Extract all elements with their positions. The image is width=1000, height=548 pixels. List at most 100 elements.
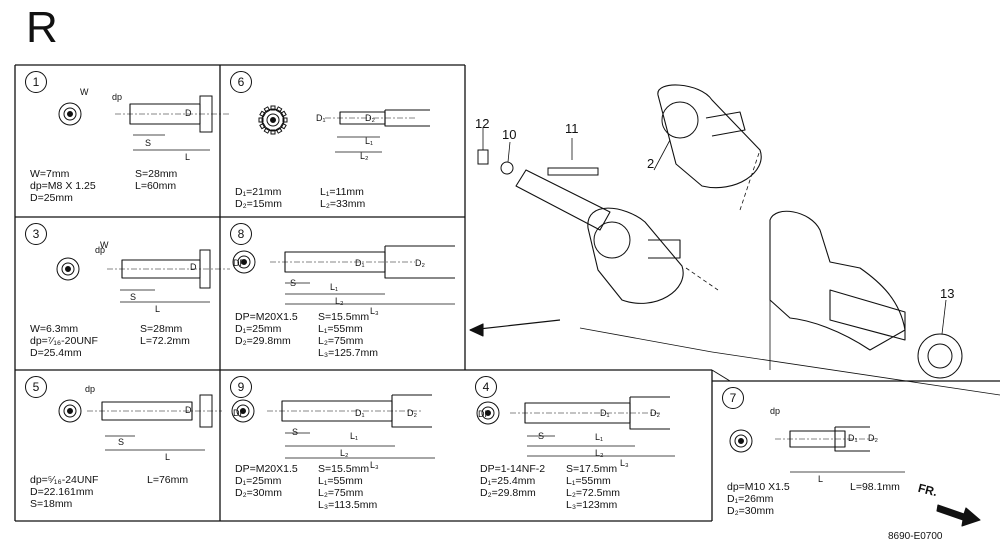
shaft-end-view (476, 401, 500, 425)
shaft-step (384, 245, 455, 279)
crankshaft-journal (515, 169, 611, 231)
callout-2: 2 (647, 156, 655, 171)
spec-7-0-r: L=98.1mm (850, 481, 900, 493)
crankpin (648, 239, 681, 259)
shaft-end-view-bore (61, 262, 75, 276)
dim-label-9-1: S (292, 427, 299, 437)
shaft-end-view (231, 399, 255, 423)
panel-number-3: 3 (25, 223, 47, 245)
spec-3-2-l: D=25.4mm (30, 347, 82, 359)
spec-4-0-l: DP=1-14NF-2 (480, 463, 546, 475)
spec-7-1-l: D₁=26mm (727, 493, 774, 505)
shaft-end-view-bore (237, 255, 251, 269)
dim-label-5-2: L (165, 452, 171, 462)
shaft-center (240, 408, 246, 414)
outline-line (711, 351, 1000, 396)
shaft-center (241, 259, 247, 265)
callout-10: 10 (502, 127, 517, 142)
shaft-center (67, 111, 73, 117)
section-letter: R (26, 3, 58, 52)
shaft-flange-1 (199, 95, 213, 133)
leader-13 (941, 299, 947, 335)
spec-9-3-r: L₃=113.5mm (318, 499, 378, 511)
shaft-profile-5 (101, 401, 193, 421)
gear-tooth (275, 126, 283, 134)
spec-6-0-l: D₁=21mm (235, 186, 282, 198)
dim-label-7-3: L (818, 474, 824, 484)
panel-number-1: 1 (25, 71, 47, 93)
dim-label-6-1: D₂ (365, 113, 375, 123)
spec-4-2-r: L₂=72.5mm (566, 487, 620, 499)
spec-9-1-l: D₁=25mm (235, 475, 282, 487)
dim-label-9-4: L₁ (350, 431, 359, 441)
dim-label-1-4: D (185, 108, 192, 118)
shaft-end-view (729, 429, 753, 453)
dim-label-8-0: DP (233, 258, 246, 268)
dim-label-1-0: W (80, 87, 89, 97)
dim-label-7-2: D₂ (868, 433, 878, 443)
dim-label-1-1: dp (112, 92, 123, 102)
shaft-flange-5 (199, 394, 213, 428)
shaft-end-view (58, 399, 82, 423)
dim-label-3-0: W (100, 240, 109, 250)
dim-label-9-0: DP (233, 408, 246, 418)
dim-label-9-3: D₂ (407, 408, 417, 418)
upper-crankpin (705, 111, 746, 137)
shaft-center (738, 438, 744, 444)
dim-label-3-4: D (190, 262, 197, 272)
hidden-line (739, 149, 761, 211)
spec-7-0-l: dp=M10 X1.5 (727, 481, 790, 493)
shaft-step (391, 394, 432, 428)
spec-8-1-l: D₁=25mm (235, 323, 282, 335)
gear-tooth (270, 129, 276, 135)
gear-tooth (263, 126, 271, 134)
arrow-head (469, 323, 484, 337)
dim-label-8-3: D₂ (415, 258, 425, 268)
spec-3-1-l: dp=⁷⁄₁₆-20UNF (30, 335, 98, 347)
shaft-profile-7 (789, 430, 846, 448)
dim-label-5-1: S (118, 437, 125, 447)
shaft-end-view-bore (266, 113, 280, 127)
gear-tooth (279, 110, 287, 118)
spec-9-0-r: S=15.5mm (318, 463, 370, 475)
bolt (477, 149, 489, 165)
shaft-step (834, 426, 870, 452)
dim-label-8-2: D₁ (355, 258, 365, 268)
dim-label-4-4: L₁ (595, 432, 604, 442)
gear-tooth (282, 117, 288, 123)
dim-label-6-0: D₁ (316, 113, 326, 123)
washer (500, 161, 514, 175)
dim-label-4-1: S (538, 431, 545, 441)
dim-label-8-6: L₃ (370, 306, 379, 316)
panel-number-8: 8 (230, 223, 252, 245)
gear-tooth (259, 110, 267, 118)
dim-label-4-6: L₃ (620, 458, 629, 468)
dim-label-3-1: dp (95, 245, 106, 255)
woodruff-key (547, 167, 599, 176)
callout-12: 12 (475, 116, 490, 131)
spec-1-2-l: D=25mm (30, 192, 73, 204)
dim-label-5-3: D (185, 405, 192, 415)
dim-label-9-2: D₁ (355, 408, 365, 418)
spec-8-2-l: D₂=29.8mm (235, 335, 291, 347)
spec-5-0-r: L=76mm (147, 474, 189, 486)
shaft-center (485, 410, 491, 416)
shaft-flange-3 (199, 249, 211, 289)
dim-label-7-1: D₁ (848, 433, 858, 443)
shaft-end-view (261, 108, 285, 132)
dim-label-4-3: D₂ (650, 408, 660, 418)
dim-label-6-2: L₁ (365, 136, 374, 146)
spec-5-1-l: D=22.161mm (30, 486, 94, 498)
diagram-code: 8690-E0700 (888, 531, 943, 542)
gear-tooth (258, 117, 264, 123)
spec-1-0-r: S=28mm (135, 168, 178, 180)
spec-4-0-r: S=17.5mm (566, 463, 618, 475)
outline-line (579, 327, 713, 353)
spec-4-1-l: D₁=25.4mm (480, 475, 536, 487)
spec-5-2-l: S=18mm (30, 498, 73, 510)
dim-label-4-2: D₁ (600, 408, 610, 418)
panel-number-9: 9 (230, 376, 252, 398)
bearing-inner (927, 343, 953, 369)
spec-9-2-r: L₂=75mm (318, 487, 364, 499)
